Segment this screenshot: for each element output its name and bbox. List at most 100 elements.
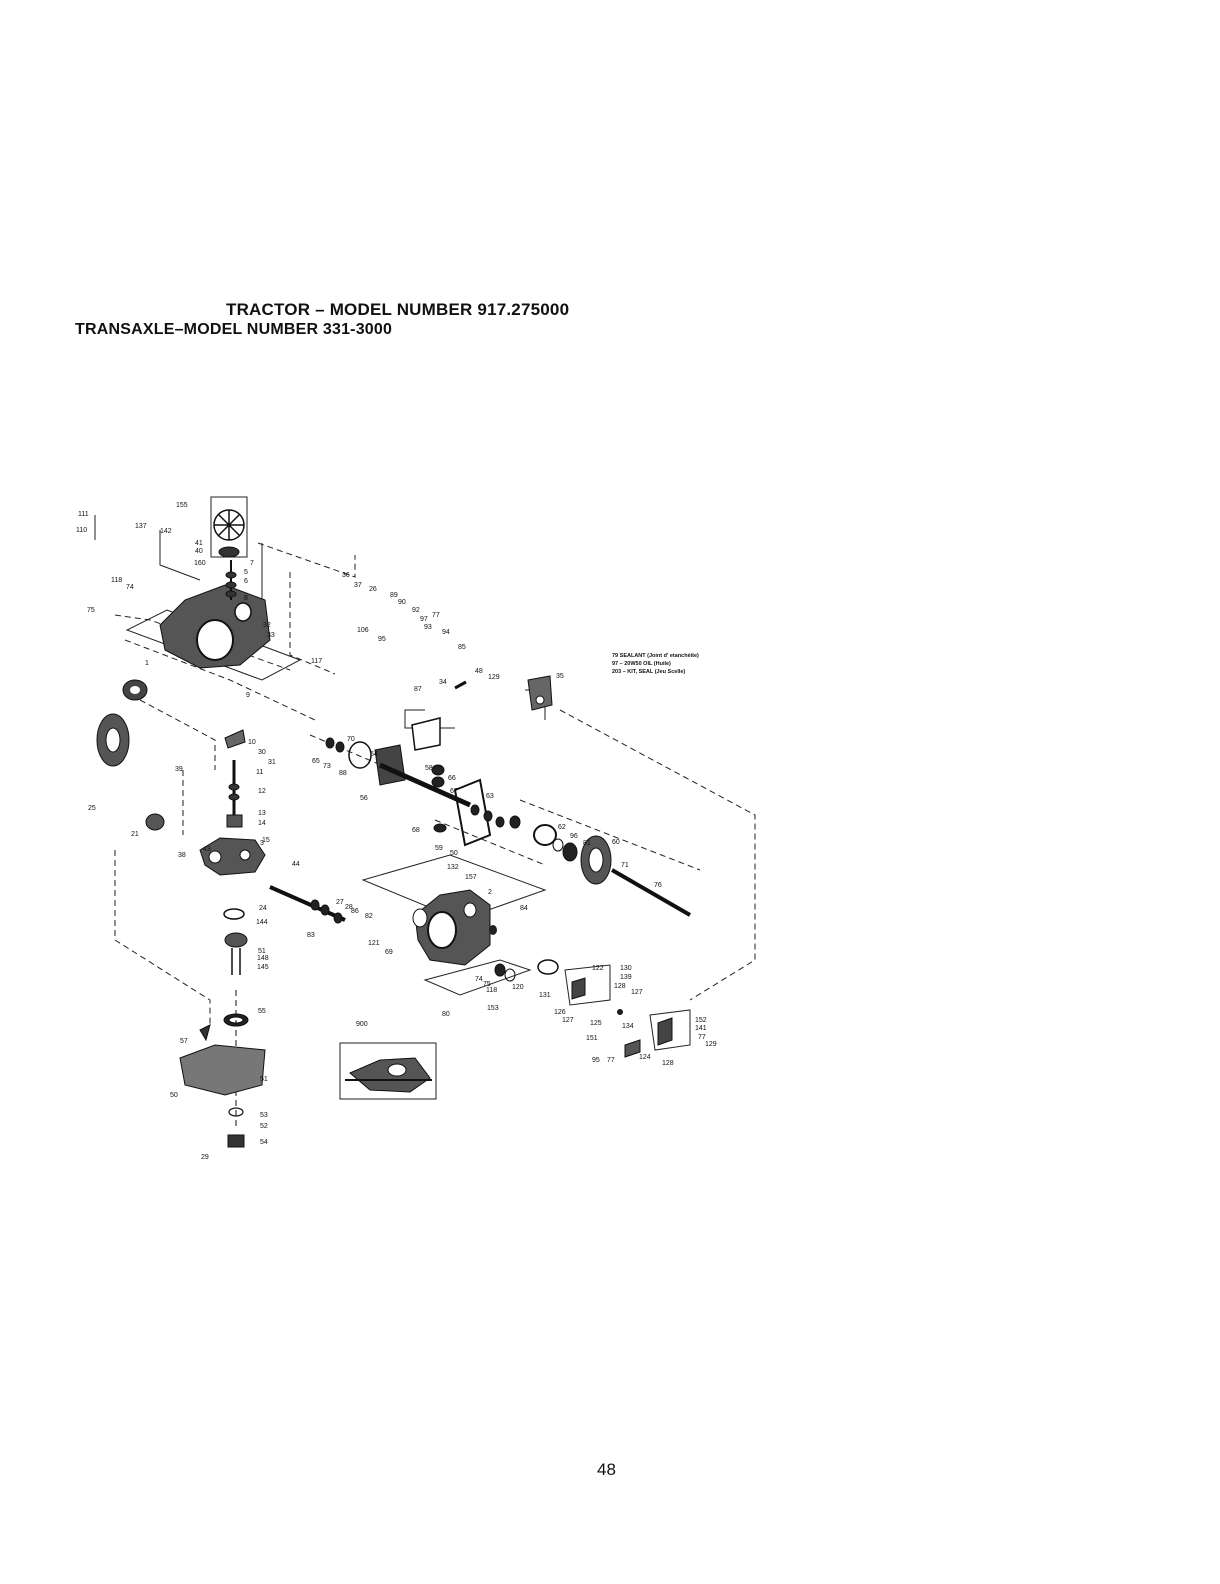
pump-housing [145, 813, 266, 876]
main-housing-lower [412, 889, 497, 966]
callout-label: 80 [442, 1011, 450, 1018]
callout-label: 93 [424, 624, 432, 631]
callout-label: 2 [488, 889, 492, 896]
callout-label: 118 [486, 987, 497, 994]
callout-label: 128 [662, 1060, 674, 1067]
callout-label: 71 [621, 862, 629, 869]
callout-label: 44 [292, 861, 300, 868]
callout-label: 54 [260, 1139, 268, 1146]
callout-label: 5 [244, 569, 248, 576]
callout-label: 127 [631, 989, 643, 996]
callout-label: 75 [87, 607, 95, 614]
callout-label: 96 [570, 833, 578, 840]
callout-label: 84 [520, 905, 528, 912]
callout-label: 110 [76, 527, 87, 534]
callout-label: 48 [475, 668, 483, 675]
callout-label: 36 [342, 572, 350, 579]
callout-label: 77 [698, 1034, 706, 1041]
callout-label: 7 [250, 560, 254, 567]
callout-label: 51 [260, 1076, 268, 1083]
callout-label: 21 [131, 831, 139, 838]
callout-label: 51 [258, 948, 266, 955]
callout-label: 144 [256, 919, 268, 926]
callout-label: 75 [483, 981, 491, 988]
callout-label: 120 [512, 984, 524, 991]
callout-label: 69 [385, 949, 393, 956]
callout-label: 52 [260, 1123, 268, 1130]
callout-label: 31 [268, 759, 276, 766]
callout-label: 134 [622, 1023, 634, 1030]
output-shaft [269, 885, 346, 924]
callout-label: 50 [170, 1092, 178, 1099]
callout-label: 117 [311, 658, 322, 665]
callout-label: 73 [323, 763, 331, 770]
callout-label: 122 [592, 965, 604, 972]
callout-label: 60 [612, 839, 620, 846]
callout-label: 86 [351, 908, 359, 915]
brake-assembly [494, 959, 673, 1058]
axle-gear-train [325, 737, 691, 917]
callout-label: 97 [420, 616, 428, 623]
callout-label: 87 [414, 686, 422, 693]
callout-label: 68 [412, 827, 420, 834]
callout-label: 106 [357, 627, 369, 634]
callout-label: 57 [180, 1038, 188, 1045]
callout-label: 141 [695, 1025, 707, 1032]
callout-label: 25 [88, 805, 96, 812]
callout-label: 66 [448, 775, 456, 782]
callout-label: 53 [260, 1112, 268, 1119]
callout-label: 132 [447, 864, 459, 871]
callout-label: 130 [620, 965, 632, 972]
callout-label: 13 [258, 810, 266, 817]
callout-label: 126 [554, 1009, 566, 1016]
callout-label: 34 [439, 679, 447, 686]
callout-label: 155 [176, 502, 188, 509]
callout-label: 118 [111, 577, 122, 584]
callout-label: 24 [259, 905, 267, 912]
bracket-upper-right [411, 675, 553, 751]
callout-label: 83 [307, 932, 315, 939]
transaxle-assembly-thumbnail [345, 1057, 432, 1093]
callout-label: 151 [586, 1035, 598, 1042]
callout-label: 28 [345, 904, 353, 911]
callout-label: 77 [432, 612, 440, 619]
callout-label: 145 [257, 964, 269, 971]
callout-label: 89 [390, 592, 398, 599]
callout-label: 124 [639, 1054, 651, 1061]
callout-label: 43 [203, 846, 211, 853]
callout-label: 10 [248, 739, 256, 746]
callout-label: 127 [562, 1017, 574, 1024]
callout-label: 30 [258, 749, 266, 756]
callout-label: 92 [412, 607, 420, 614]
callout-label: 9 [246, 692, 250, 699]
callout-label: 62 [558, 824, 566, 831]
callout-label: 6 [244, 578, 248, 585]
callout-label: 90 [398, 599, 406, 606]
callout-label: 14 [258, 820, 266, 827]
cooling-fan [213, 509, 245, 558]
callout-label: 41 [195, 540, 203, 547]
callout-label: 74 [126, 584, 134, 591]
callout-labels: 111 110 155 137 142 41 40 160 7 5 6 8 11… [76, 502, 717, 1161]
parts-legend: 79 SEALANT (Joint d' etanchéite) 97 – 20… [612, 653, 699, 675]
callout-label: 50 [450, 850, 458, 857]
callout-label: 95 [378, 636, 386, 643]
callout-label: 95 [592, 1057, 600, 1064]
callout-label: 1 [145, 660, 149, 667]
callout-label: 58 [425, 765, 433, 772]
callout-label: 63 [486, 793, 494, 800]
callout-label: 70 [347, 736, 355, 743]
callout-label: 40 [195, 548, 203, 555]
title-transaxle-model: TRANSAXLE–MODEL NUMBER 331-3000 [75, 321, 393, 338]
legend-item-sealant: 79 SEALANT (Joint d' etanchéite) [612, 653, 699, 659]
callout-label: 35 [556, 673, 564, 680]
callout-label: 29 [201, 1154, 209, 1161]
callout-label: 15 [262, 837, 270, 844]
callout-label: 55 [258, 1008, 266, 1015]
legend-item-oil: 97 – 20W50 OIL (Huile) [612, 661, 671, 667]
callout-label: 82 [365, 913, 373, 920]
callout-label: 142 [160, 528, 172, 535]
callout-label: 3 [260, 840, 264, 847]
